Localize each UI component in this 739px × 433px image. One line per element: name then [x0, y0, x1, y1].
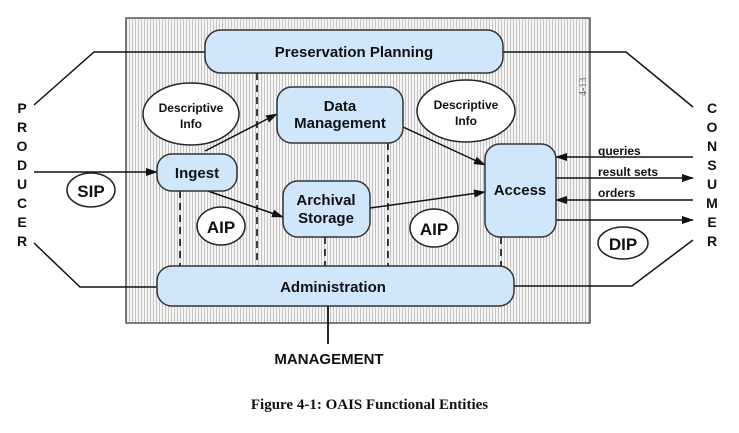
producer-to-preservation-line	[33, 51, 205, 106]
storage-to-access-arrow	[369, 189, 486, 209]
archival-storage-box[interactable]	[282, 180, 371, 238]
aip-left-label: AIP	[207, 218, 235, 237]
producer-letter: C	[17, 195, 27, 211]
producer-letter: O	[17, 138, 28, 154]
consumer-to-preservation-line	[503, 51, 694, 108]
page-mark: 4-13	[578, 78, 589, 96]
descriptive-info-right-line2: Info	[455, 114, 477, 128]
orders-label: orders	[598, 186, 636, 200]
consumer-letter: O	[707, 119, 718, 135]
administration-label: Administration	[280, 279, 386, 296]
consumer-to-administration-line	[514, 239, 694, 287]
consumer-letter: R	[707, 233, 717, 249]
producer-label: P R O D U C E R	[17, 100, 28, 249]
consumer-label: C O N S U M E R	[706, 100, 718, 249]
consumer-letter: E	[707, 214, 716, 230]
consumer-letter: N	[707, 138, 717, 154]
result-sets-label: result sets	[598, 165, 658, 179]
administration-box[interactable]	[156, 265, 515, 307]
consumer-letter: C	[707, 100, 717, 116]
ingest-label: Ingest	[175, 165, 219, 182]
descriptive-info-right-oval	[416, 79, 516, 143]
preservation-planning-label: Preservation Planning	[275, 44, 433, 61]
producer-letter: R	[17, 233, 27, 249]
descriptive-info-left-oval	[142, 82, 240, 146]
descriptive-info-left-line1: Descriptive	[159, 101, 224, 115]
ingest-box[interactable]	[156, 153, 238, 192]
consumer-letter: U	[707, 176, 717, 192]
producer-letter: E	[17, 214, 26, 230]
producer-letter: P	[17, 100, 26, 116]
access-label: Access	[494, 182, 547, 199]
queries-label: queries	[598, 144, 641, 158]
archival-storage-label-line1: Archival	[296, 192, 355, 209]
sip-label: SIP	[77, 182, 104, 201]
ingest-to-storage-arrow	[204, 189, 284, 218]
preservation-planning-box[interactable]	[204, 29, 504, 74]
consumer-letter: M	[706, 195, 718, 211]
descriptive-info-left-line2: Info	[180, 117, 202, 131]
dip-oval	[597, 226, 649, 260]
archival-storage-label-line2: Storage	[298, 210, 354, 227]
consumer-letter: S	[707, 157, 716, 173]
producer-letter: D	[17, 157, 27, 173]
figure-caption: Figure 4-1: OAIS Functional Entities	[250, 397, 489, 413]
producer-letter: R	[17, 119, 27, 135]
management-label: MANAGEMENT	[274, 351, 383, 368]
data-management-box[interactable]	[276, 86, 404, 144]
aip-right-label: AIP	[420, 220, 448, 239]
ingest-to-datamgmt-arrow	[204, 113, 278, 152]
descriptive-info-right-line1: Descriptive	[434, 98, 499, 112]
access-box[interactable]	[484, 143, 557, 238]
aip-left-oval	[196, 206, 246, 246]
data-management-label-line1: Data	[324, 98, 357, 115]
data-management-label-line2: Management	[294, 115, 386, 132]
sip-oval	[66, 172, 116, 208]
aip-right-oval	[409, 208, 459, 248]
producer-letter: U	[17, 176, 27, 192]
dip-label: DIP	[609, 235, 637, 254]
datamgmt-to-access-arrow	[402, 126, 486, 166]
producer-to-administration-line	[33, 242, 157, 288]
